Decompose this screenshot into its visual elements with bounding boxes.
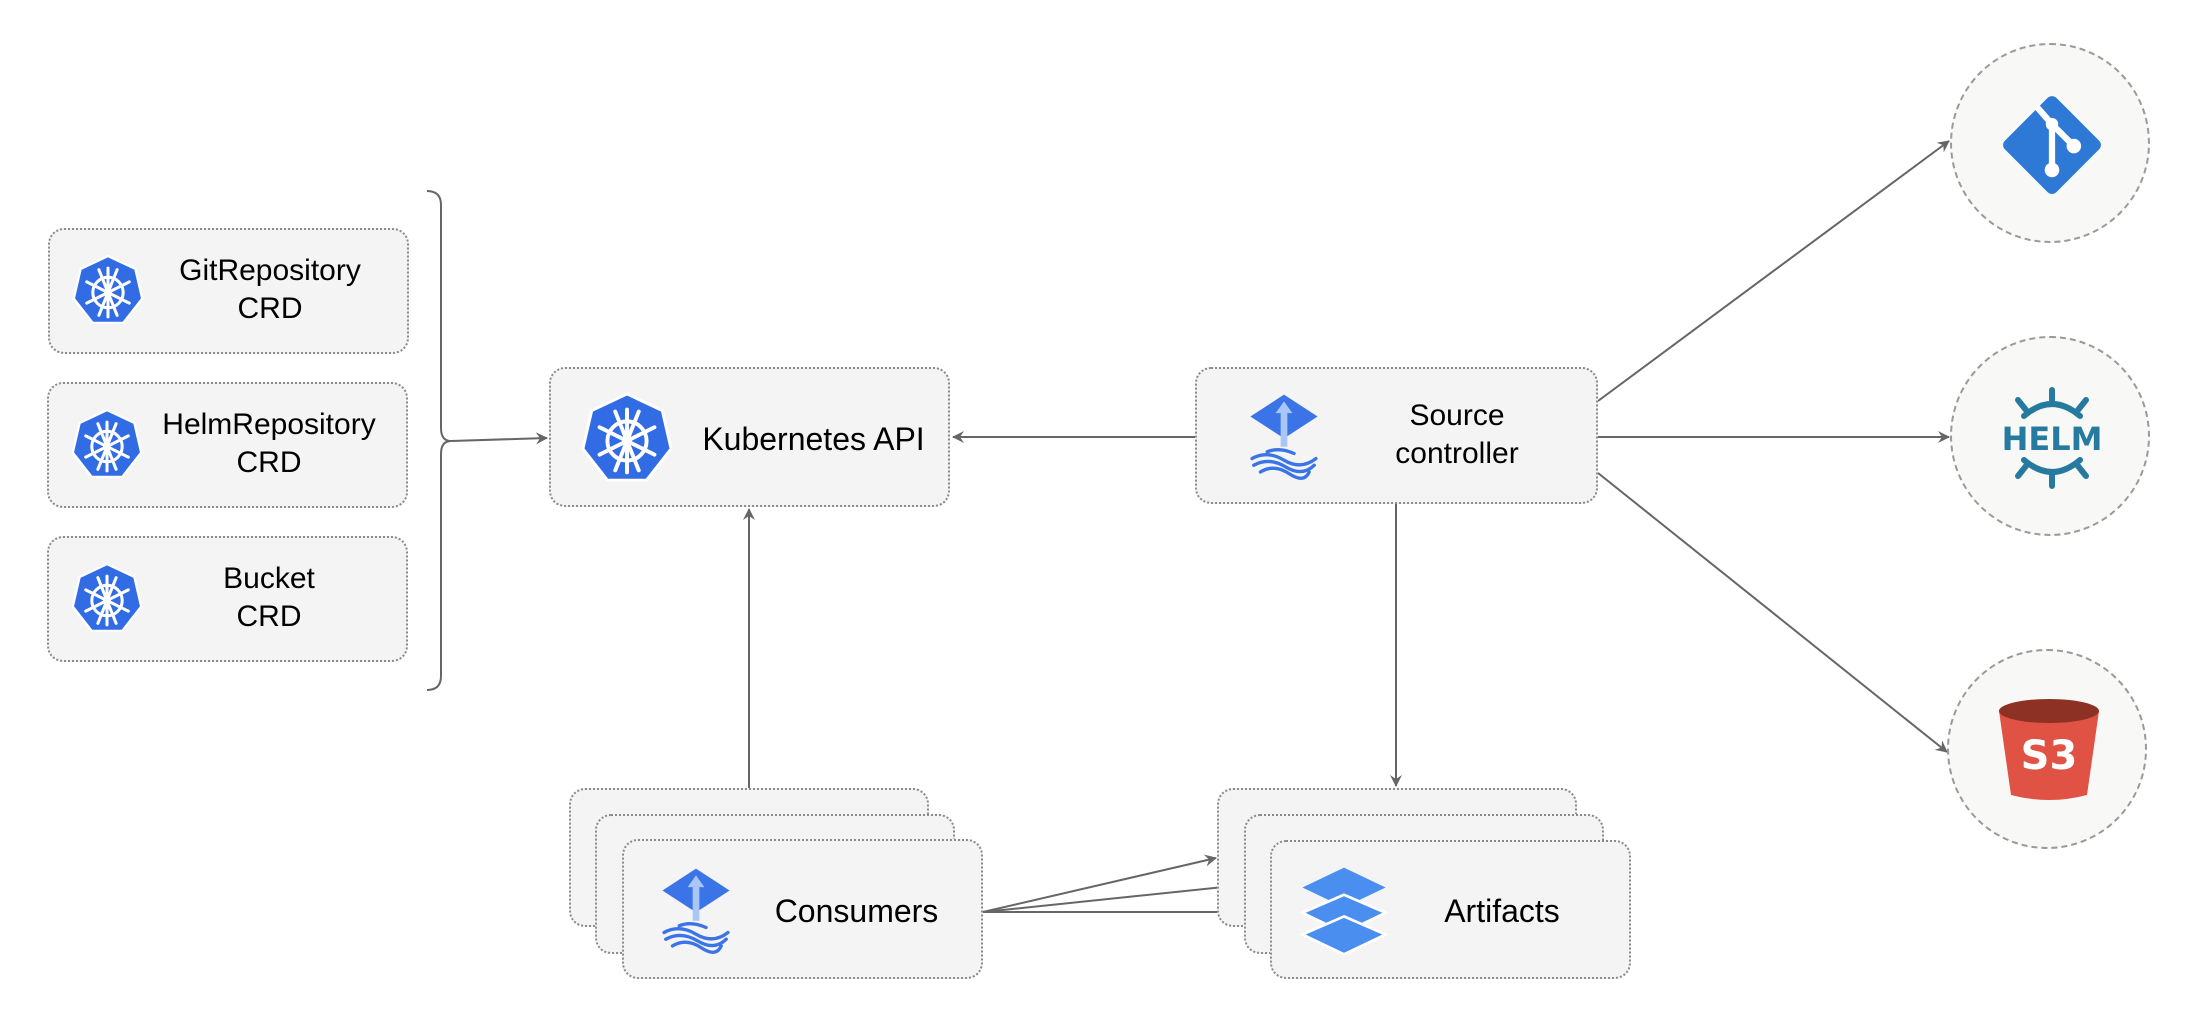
flux-icon [1248, 392, 1320, 480]
kubernetes-icon [71, 408, 143, 479]
crd-brace [426, 190, 452, 691]
arrow-consumers-to-artifact-2 [982, 880, 1244, 913]
kubernetes-api-node[interactable]: Kubernetes API [549, 367, 950, 507]
kubernetes-icon [580, 391, 674, 483]
s3-text: S3 [2021, 733, 2078, 779]
s3-bucket-icon: S3 [1999, 699, 2099, 800]
source-controller-label-line1: Source [1409, 399, 1505, 432]
source-controller-node[interactable]: Source controller [1195, 367, 1598, 504]
artifacts-node[interactable]: Artifacts [1270, 840, 1631, 979]
crd-sub: CRD [236, 446, 302, 479]
arrow-consumers-to-artifact-1 [982, 854, 1217, 913]
crd-sub: CRD [236, 600, 302, 633]
arrow-source-controller-to-git [1597, 140, 1950, 402]
consumers-node[interactable]: Consumers [622, 839, 983, 979]
kubernetes-icon [71, 562, 143, 633]
crd-helmrepository[interactable]: HelmRepository CRD [47, 382, 408, 508]
s3-source[interactable]: S3 [1947, 649, 2147, 849]
arrow-source-controller-to-s3 [1597, 472, 1948, 753]
crd-gitrepository[interactable]: GitRepository CRD [48, 228, 409, 354]
crd-bucket[interactable]: Bucket CRD [47, 536, 408, 662]
crd-sub: CRD [237, 292, 303, 325]
source-controller-label-line2: controller [1395, 437, 1519, 470]
git-icon [2003, 96, 2101, 194]
artifacts-label: Artifacts [1444, 893, 1560, 929]
git-source[interactable] [1950, 43, 2150, 243]
helm-text: HELM [2002, 420, 2103, 458]
kubernetes-api-label: Kubernetes API [702, 421, 925, 457]
consumers-label: Consumers [774, 893, 939, 929]
flux-icon [660, 866, 732, 954]
helm-source[interactable]: HELM [1950, 336, 2150, 536]
arrow-crds-to-kubernetes-api [450, 432, 548, 445]
crd-name: HelmRepository [162, 408, 376, 441]
crd-name: GitRepository [179, 254, 361, 287]
kubernetes-icon [72, 254, 144, 325]
helm-icon: HELM [2002, 387, 2103, 489]
layers-icon [1301, 866, 1387, 956]
crd-name: Bucket [223, 562, 315, 595]
